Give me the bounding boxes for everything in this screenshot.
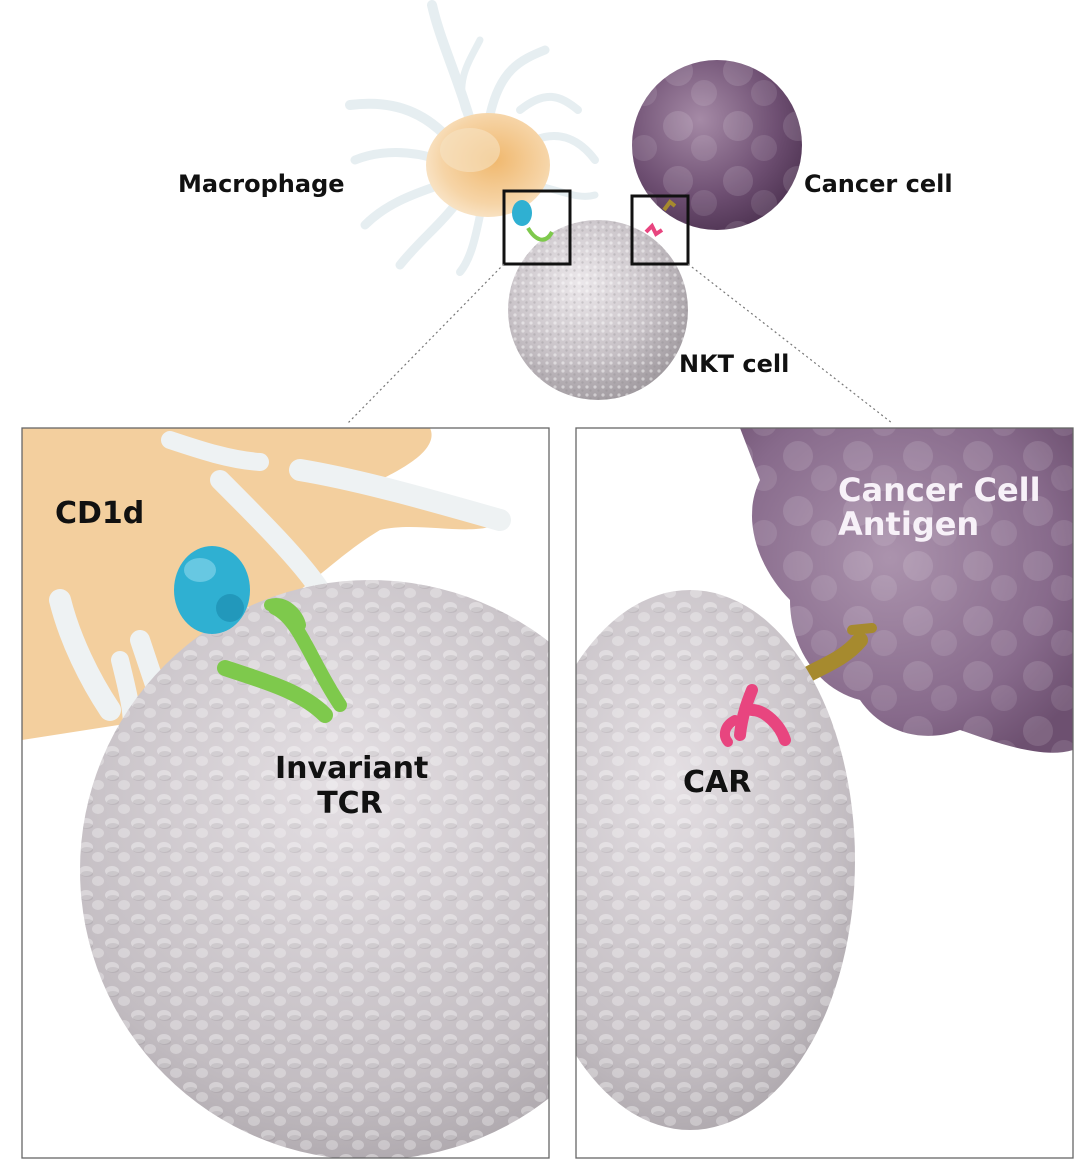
label-invariant-tcr: Invariant TCR — [275, 751, 429, 821]
car-mini — [644, 199, 677, 237]
left-panel-frame — [21, 427, 550, 1159]
label-cancer-cell: Cancer cell — [804, 170, 953, 198]
label-macrophage: Macrophage — [178, 170, 345, 198]
label-cancer-cell-antigen: Cancer Cell Antigen — [838, 471, 1041, 543]
cd1d-mini — [512, 200, 554, 242]
cancer-antigen-molecule — [797, 623, 877, 684]
connector-left — [347, 263, 505, 424]
label-cd1d: CD1d — [55, 496, 145, 531]
label-cancer-cell-antigen-line2: Antigen — [838, 504, 980, 543]
cancer-cell-top — [632, 60, 802, 230]
nkt-cell-top — [508, 220, 688, 400]
left-panel-art — [22, 428, 549, 1158]
connector-right — [687, 263, 893, 424]
car-molecule — [719, 684, 791, 747]
cd1d-molecule — [174, 546, 250, 634]
label-car: CAR — [683, 765, 752, 800]
zoom-box-right — [630, 194, 690, 266]
label-cancer-cell-antigen-line1: Cancer Cell — [838, 471, 1041, 509]
label-invariant-tcr-line2: TCR — [317, 785, 383, 821]
right-panel-frame — [575, 427, 1074, 1159]
label-nkt-cell: NKT cell — [679, 350, 790, 378]
invariant-tcr-molecule — [217, 598, 347, 723]
right-panel-art — [576, 428, 1073, 1158]
zoom-box-left — [502, 189, 572, 266]
label-invariant-tcr-line1: Invariant — [275, 751, 429, 786]
